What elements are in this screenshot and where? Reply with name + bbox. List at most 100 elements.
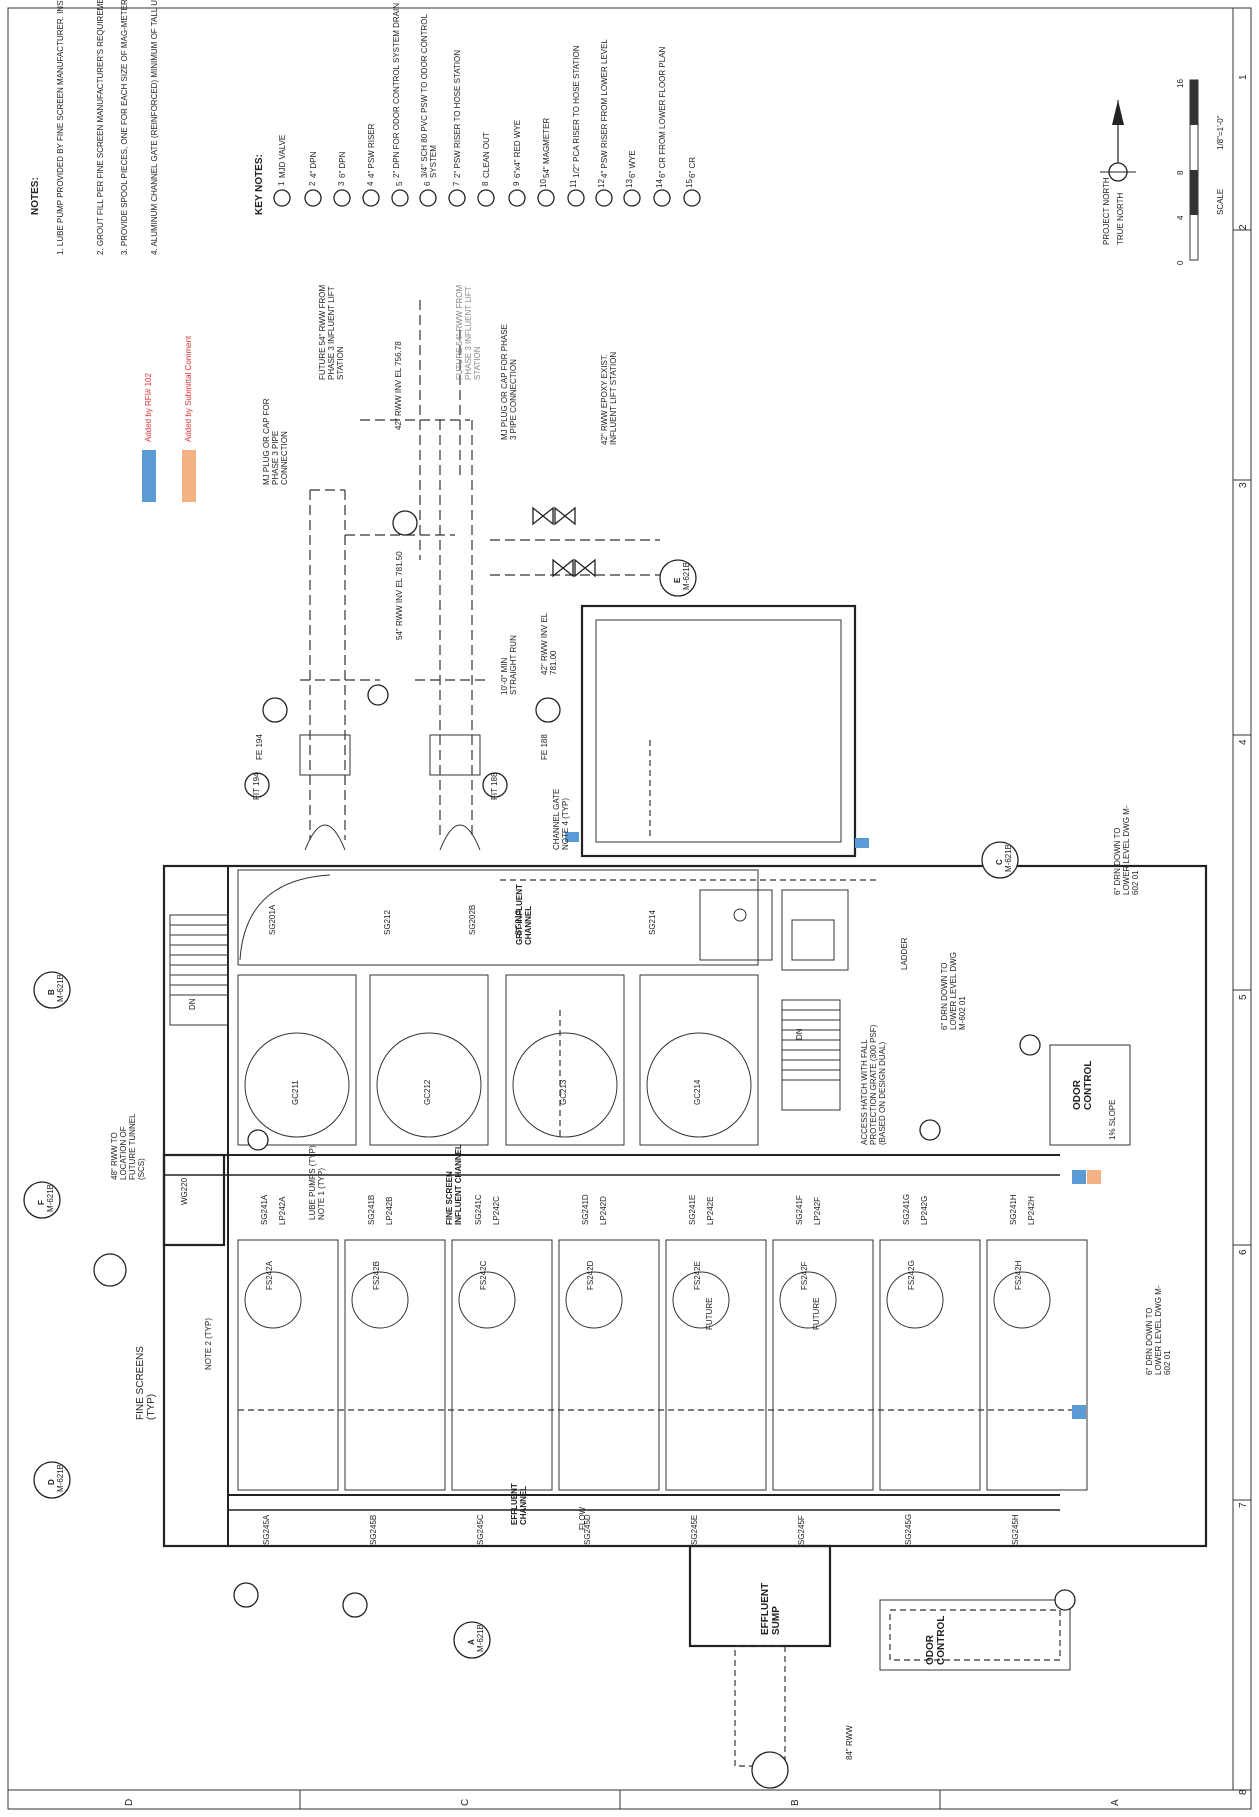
section-mark-a: A — [467, 1639, 476, 1645]
label-fine-screens: FINE SCREENS (TYP) — [135, 1346, 157, 1420]
grit-tank-gc212: GC212 — [423, 1079, 432, 1105]
grid-label-6: 6 — [1238, 1249, 1249, 1255]
ladder-room — [781, 889, 849, 971]
grid-label-4: 4 — [1238, 739, 1249, 745]
inlet-gate-a: SG241A — [260, 1194, 269, 1225]
label-dn-left: DN — [188, 998, 197, 1010]
scale-tick-8: 8 — [1176, 170, 1185, 175]
label-odor-control-1: ODOR CONTROL — [1072, 1060, 1094, 1110]
grit-gate-3: SG202B — [468, 904, 477, 935]
key-note-12: 4" PSW RISER FROM LOWER LEVEL — [600, 39, 609, 178]
outlet-gate-e: SG245E — [690, 1514, 699, 1545]
section-mark-c-sheet: M-621B — [1004, 843, 1013, 872]
section-mark-a-sheet: M-621B — [476, 1623, 485, 1652]
grit-tank-gc213: GC213 — [559, 1079, 568, 1105]
key-note-15: 6" CR — [688, 156, 697, 178]
key-note-8: CLEAN OUT — [482, 132, 491, 178]
callout-mj-plug-2: MJ PLUG OR CAP FOR PHASE 3 PIPE CONNECTI… — [500, 324, 518, 440]
inlet-gate-h: SG241H — [1009, 1194, 1018, 1225]
fine-screen-d: FS242D — [586, 1260, 595, 1290]
key-note-num-1: 1 — [277, 181, 286, 186]
magmeters — [299, 734, 481, 851]
inlet-gate-b: SG241B — [367, 1194, 376, 1225]
label-down-lower-1: 6" DRN DOWN TO LOWER LEVEL DWG M-602 01 — [940, 952, 967, 1030]
grid-ticks — [299, 229, 1251, 1809]
key-note-num-13: 13 — [625, 179, 634, 188]
north-label-project: PROJECT NORTH — [1102, 177, 1111, 245]
callout-rww54: 54" RWW INV EL 781.50 — [395, 551, 404, 640]
key-note-13: 6" WYE — [628, 150, 637, 178]
grit-channel — [237, 869, 759, 966]
fine-screen-e: FS242E — [693, 1261, 702, 1290]
odor-control-unit-2 — [879, 1599, 1071, 1671]
notes-title: NOTES: — [30, 177, 41, 215]
grid-label-a: A — [1110, 1799, 1121, 1806]
grid-label-b: B — [790, 1799, 801, 1806]
label-rww84: 84" RWW — [845, 1725, 854, 1760]
key-note-10: 54" MAGMETER — [542, 117, 551, 178]
key-note-num-3: 3 — [337, 181, 346, 186]
key-note-2: 4" DPN — [309, 151, 318, 178]
lube-pump-f: LP242F — [813, 1196, 822, 1225]
odor-control-unit-1 — [1049, 1044, 1131, 1146]
key-note-num-10: 10 — [539, 179, 548, 188]
grid-label-1: 1 — [1238, 74, 1249, 80]
callout-straight-run: 10'-0" MIN STRAIGHT RUN — [500, 635, 518, 695]
inlet-gate-e: SG241E — [688, 1194, 697, 1225]
fine-screen-b: FS242B — [372, 1261, 381, 1290]
label-dn-right: DN — [795, 1028, 804, 1040]
key-note-7: 2" PSW RISER TO HOSE STATION — [453, 49, 462, 178]
callout-rww42-bot: 42" RWW INV EL 781.00 — [540, 613, 558, 675]
key-note-num-15: 15 — [685, 179, 694, 188]
grid-label-3: 3 — [1238, 482, 1249, 488]
outlet-gate-h: SG245H — [1011, 1514, 1020, 1545]
fit-tag-2: FIT 188 — [490, 772, 499, 800]
lube-pump-g: LP242G — [920, 1195, 929, 1225]
outlet-gate-a: SG245A — [262, 1514, 271, 1545]
section-mark-d: D — [47, 1479, 56, 1485]
grid-label-c: C — [460, 1798, 471, 1806]
key-note-1: MJD VALVE — [278, 134, 287, 178]
key-note-6: 3/4" SCH 80 PVC PSW TO ODOR CONTROL SYST… — [420, 14, 438, 178]
scale-tick-16: 16 — [1176, 79, 1185, 88]
outlet-gate-g: SG245G — [904, 1513, 913, 1545]
key-note-num-12: 12 — [597, 179, 606, 188]
inlet-gate-g: SG241G — [902, 1193, 911, 1225]
grit-tank-gc214: GC214 — [693, 1079, 702, 1105]
valves — [392, 506, 596, 578]
key-note-5: 2" DPN FOR ODOR CONTROL SYSTEM DRAIN — [392, 2, 401, 178]
callout-mj-plug-1: MJ PLUG OR CAP FOR PHASE 3 PIPE CONNECTI… — [262, 398, 289, 485]
fe-tag-1: FE 194 — [255, 734, 264, 760]
scale-tick-4: 4 — [1176, 215, 1185, 220]
fe-tag-2: FE 188 — [540, 734, 549, 760]
scale-tick-0: 0 — [1176, 260, 1185, 265]
lube-pump-d: LP242D — [599, 1196, 608, 1225]
key-note-num-9: 9 — [512, 181, 521, 186]
grit-tank-bays — [237, 974, 759, 1146]
grid-label-5: 5 — [1238, 994, 1249, 1000]
instrument-bubbles — [233, 684, 1076, 1618]
scale-label: SCALE — [1216, 188, 1225, 215]
label-access-hatch: ACCESS HATCH WITH FALL PROTECTION GRATE … — [860, 1024, 887, 1145]
stair-left — [169, 914, 229, 1026]
label-wg220: WG220 — [180, 1177, 189, 1205]
key-note-4: 4" PSW RISER — [367, 123, 376, 178]
grit-gate-5: SG214 — [648, 910, 657, 935]
grit-gate-4: SG213 — [514, 910, 523, 935]
section-mark-e-sheet: M-621B — [682, 561, 691, 590]
submittal-patch — [1087, 1170, 1101, 1184]
outlet-gate-f: SG245F — [797, 1515, 806, 1545]
callout-channel-gate: CHANNEL GATE NOTE 4 (TYP) — [552, 788, 570, 850]
legend-submittal-label: Added by Submittal Comment — [184, 335, 193, 442]
pipe-network — [300, 300, 880, 1140]
rfi-patch-4 — [1072, 1405, 1086, 1419]
sheet-border — [7, 7, 1252, 1810]
key-note-14: 6" CR FROM LOWER FLOOR PLAN — [658, 46, 667, 178]
rfi-patch-2 — [855, 838, 869, 848]
lube-pump-c: LP242C — [492, 1196, 501, 1225]
label-ladder: LADDER — [900, 937, 909, 970]
inlet-gate-c: SG241C — [474, 1194, 483, 1225]
grit-tank-gc211: GC211 — [291, 1080, 300, 1105]
fine-screen-f-future: FUTURE — [812, 1297, 821, 1330]
